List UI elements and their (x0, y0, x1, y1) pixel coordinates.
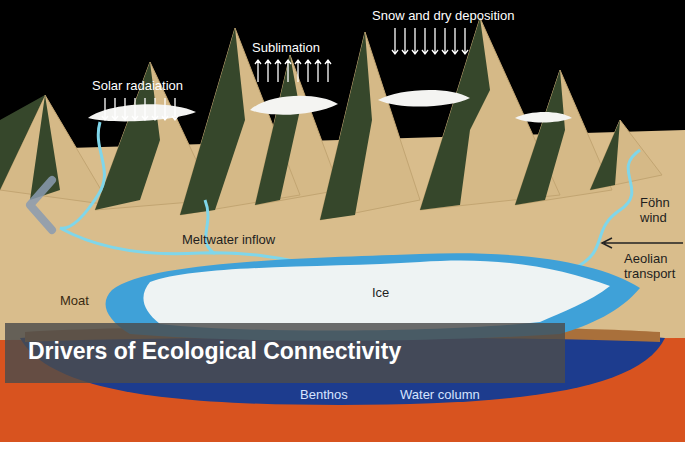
label-text: Sublimation (252, 40, 320, 55)
sublimation-arrows (255, 60, 331, 82)
zone-label: Ice (372, 286, 389, 301)
label-text: Ice (372, 285, 389, 300)
sediment-ground (0, 330, 685, 442)
wind-arrow (602, 238, 683, 248)
nav-chevron (30, 180, 52, 230)
flux-label: Solar radaiation (92, 79, 183, 94)
mountain-lit-face (0, 18, 662, 220)
deposition-arrows (392, 28, 468, 54)
label-text: Water column (400, 387, 480, 402)
label-text: Föhn wind (640, 195, 670, 225)
flux-label: Föhn wind (640, 196, 682, 226)
flux-label: Sublimation (252, 41, 320, 56)
solar-arrows (102, 98, 178, 120)
title-banner (5, 323, 565, 383)
label-text: Benthos (300, 387, 348, 402)
snow-field (88, 90, 572, 123)
mountain-shade-face (0, 18, 620, 220)
label-text: Moat (60, 293, 89, 308)
zone-label: Benthos (300, 388, 348, 403)
title: Drivers of Ecological Connectivity (28, 338, 401, 364)
label-text: Solar radaiation (92, 78, 183, 93)
meltwater-stream (60, 122, 640, 268)
flux-label: Snow and dry deposition (372, 9, 514, 24)
label-text: Aeolian transport (624, 251, 675, 281)
title-box: Drivers of Ecological Connectivity (28, 338, 401, 365)
label-text: Snow and dry deposition (372, 8, 514, 23)
flow-label: Meltwater inflow (182, 233, 275, 248)
zone-label: Water column (400, 388, 480, 403)
label-text: Meltwater inflow (182, 232, 275, 247)
lake-ice (143, 260, 610, 330)
flux-label: Aeolian transport (624, 252, 682, 282)
zone-label: Moat (60, 294, 89, 309)
